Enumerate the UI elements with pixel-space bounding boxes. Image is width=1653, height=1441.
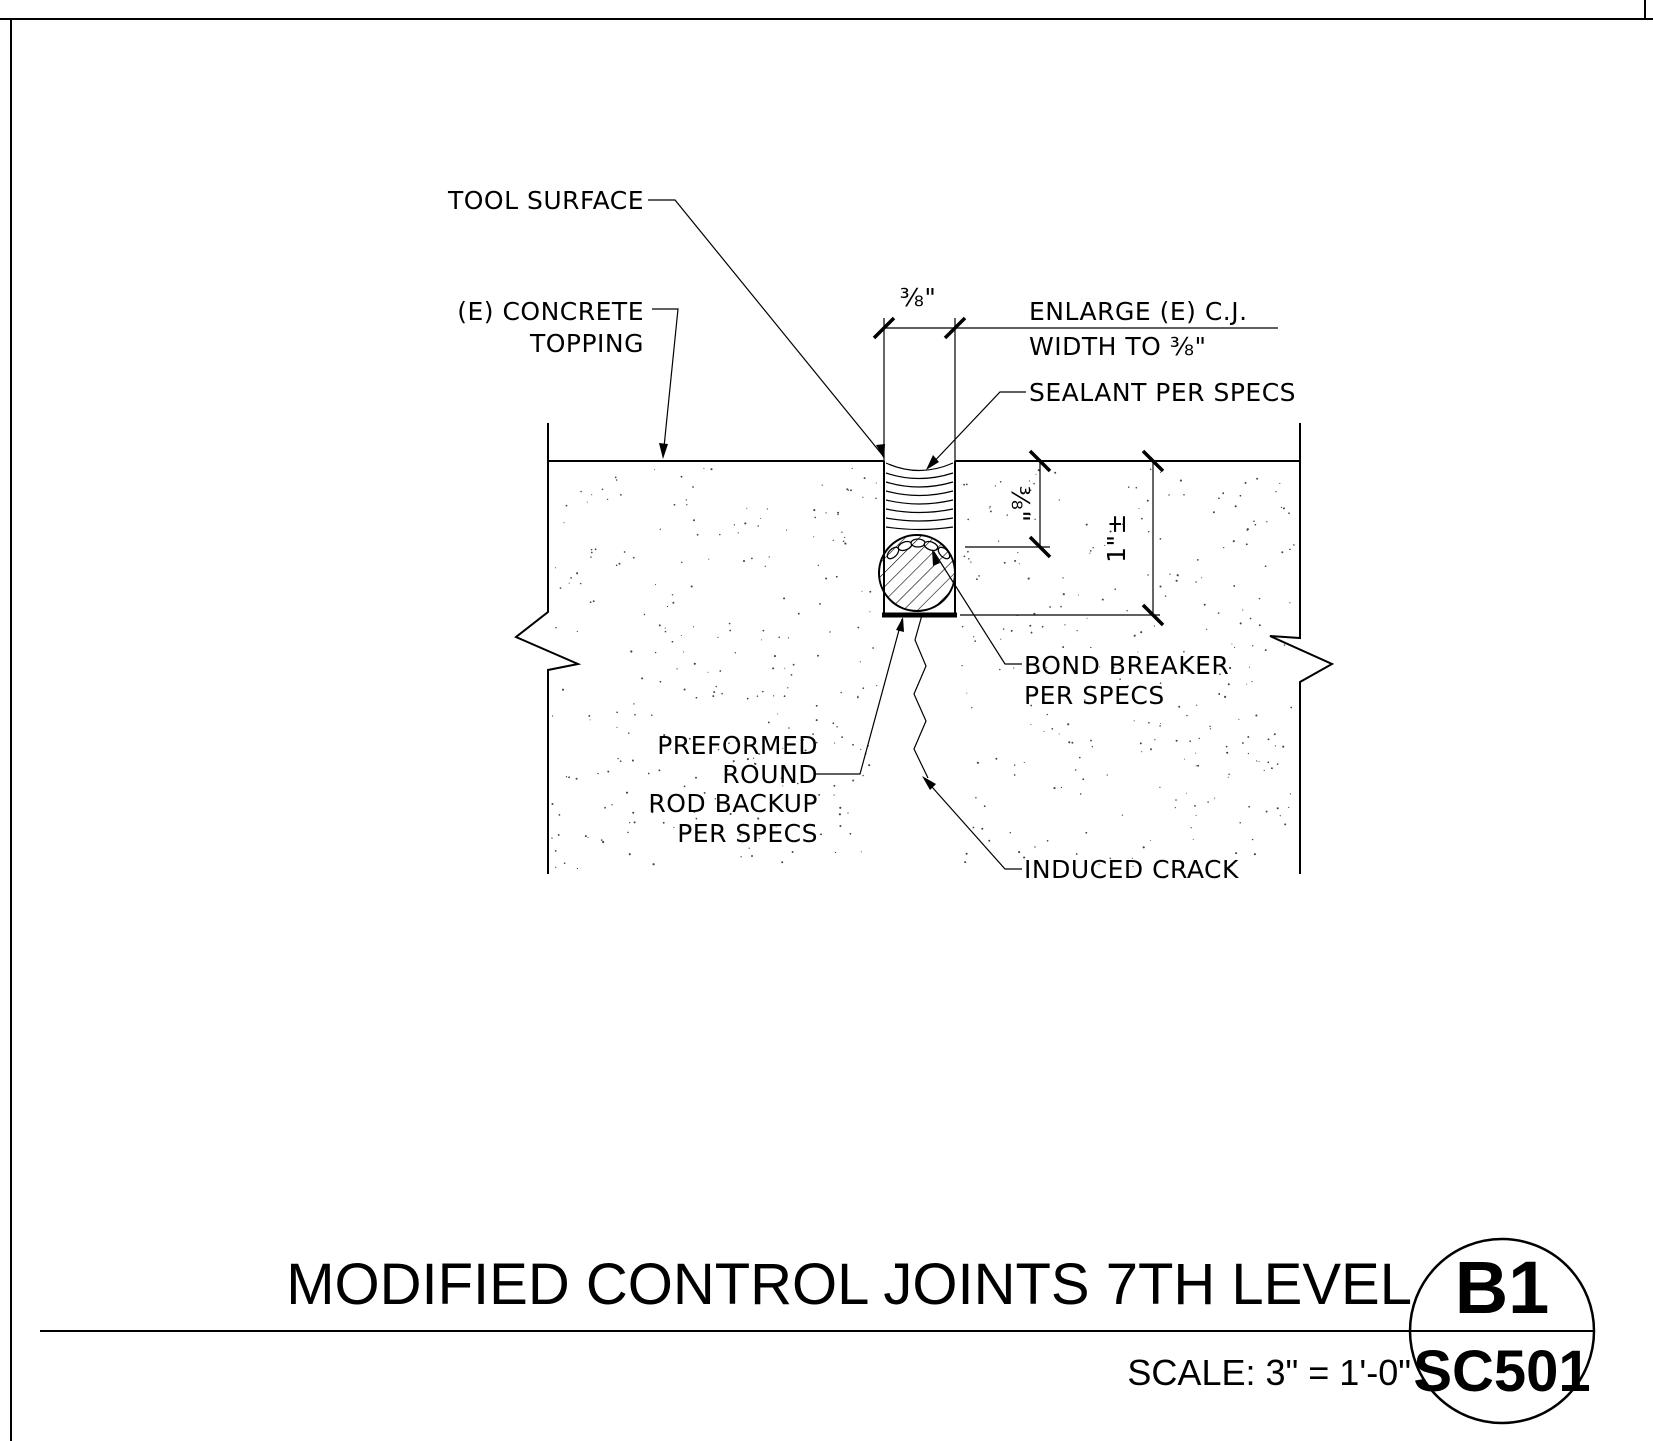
label-induced-crack: INDUCED CRACK — [1024, 855, 1239, 884]
detail-title: MODIFIED CONTROL JOINTS 7TH LEVEL — [286, 1252, 1412, 1317]
label-sealant-depth-dimension: ⅜" — [1006, 486, 1035, 523]
control-joint — [878, 461, 957, 779]
leaders — [648, 199, 1026, 870]
label-enlarge-1: ENLARGE (E) C.J. — [1029, 297, 1248, 326]
label-sealant: SEALANT PER SPECS — [1029, 378, 1296, 407]
label-rod-3: ROD BACKUP — [648, 789, 818, 818]
label-tool-surface: TOOL SURFACE — [447, 186, 644, 215]
dimension-total-depth — [960, 449, 1165, 627]
concrete-stipple — [551, 467, 1295, 870]
label-bond-breaker-2: PER SPECS — [1024, 681, 1165, 710]
dimension-sealant-depth — [960, 449, 1052, 559]
dimension-joint-width — [872, 316, 1278, 461]
label-concrete-topping-1: (E) CONCRETE — [457, 297, 644, 326]
label-total-depth-dimension: 1"± — [1102, 513, 1131, 563]
backer-rod — [878, 534, 956, 612]
sheet-number: SC501 — [1413, 1339, 1590, 1404]
concrete-slab — [514, 423, 1335, 874]
title-block: MODIFIED CONTROL JOINTS 7TH LEVEL SCALE:… — [40, 1237, 1596, 1425]
label-joint-width-dimension: ⅜" — [900, 283, 937, 312]
detail-scale: SCALE: 3" = 1'-0" — [1127, 1352, 1411, 1393]
label-rod-2: ROUND — [722, 760, 818, 789]
sealant-fill — [885, 462, 954, 531]
label-rod-1: PREFORMED — [657, 731, 818, 760]
annotations: TOOL SURFACE (E) CONCRETE TOPPING ⅜" ENL… — [447, 186, 1296, 884]
label-enlarge-2: WIDTH TO ⅜" — [1029, 332, 1207, 361]
induced-crack — [913, 614, 929, 779]
label-bond-breaker-1: BOND BREAKER — [1024, 651, 1229, 680]
label-concrete-topping-2: TOPPING — [529, 329, 644, 358]
detail-number: B1 — [1455, 1246, 1550, 1329]
label-rod-4: PER SPECS — [677, 819, 818, 848]
